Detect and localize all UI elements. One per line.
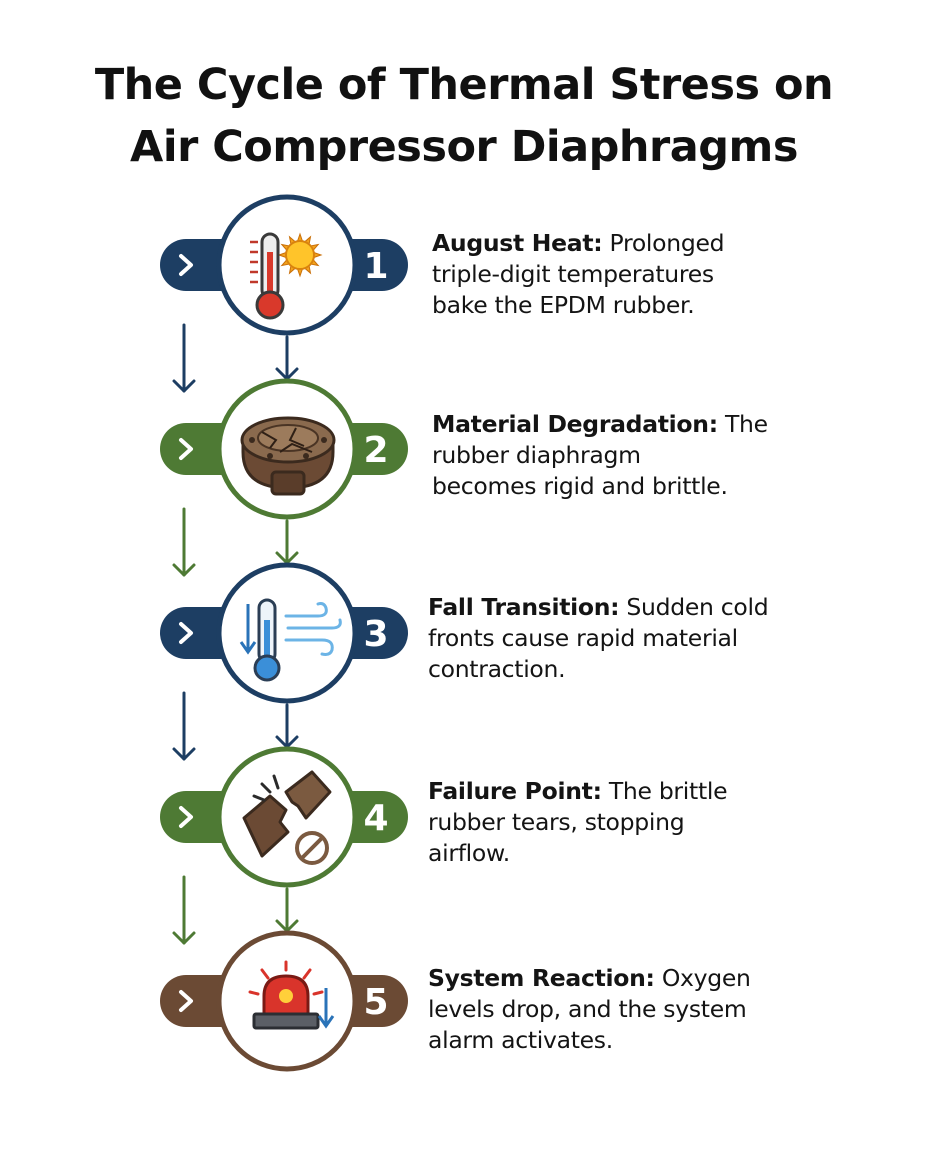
center-arrow-4: [275, 887, 299, 933]
step-2: 2: [160, 378, 408, 520]
step-body-line: bake the EPDM rubber.: [432, 291, 695, 319]
step-number: 2: [363, 430, 388, 471]
step-3: 3: [160, 562, 408, 704]
step-body-line: The brittle: [601, 777, 728, 805]
step-body-line: Prolonged: [602, 229, 725, 257]
chevron-right-icon: [179, 622, 193, 644]
left-arrow-3: [172, 691, 196, 761]
step-circle: [216, 746, 358, 888]
page-title: The Cycle of Thermal Stress on Air Compr…: [0, 54, 928, 178]
step-heading: Fall Transition:: [428, 593, 620, 621]
step-heading: System Reaction:: [428, 964, 655, 992]
step-circle: [216, 562, 358, 704]
step-body-line: contraction.: [428, 655, 566, 683]
left-arrow-1: [172, 323, 196, 393]
step-body-line: Oxygen: [654, 964, 751, 992]
step-4-description: Failure Point: The brittle rubber tears, …: [428, 776, 828, 869]
step-2-description: Material Degradation: The rubber diaphrag…: [432, 409, 832, 502]
step-body-line: airflow.: [428, 839, 510, 867]
chevron-right-icon: [179, 438, 193, 460]
cold-thermometer-wind-icon: [239, 598, 342, 682]
chevron-right-icon: [179, 254, 193, 276]
left-arrow-4: [172, 875, 196, 945]
step-5-description: System Reaction: Oxygen levels drop, and …: [428, 963, 828, 1056]
step-body-line: rubber diaphragm: [432, 441, 641, 469]
step-1-description: August Heat: Prolonged triple-digit tempe…: [432, 228, 832, 321]
step-body-line: levels drop, and the system: [428, 995, 747, 1023]
step-number: 5: [363, 982, 388, 1023]
step-number: 3: [363, 614, 388, 655]
step-3-description: Fall Transition: Sudden cold fronts cause…: [428, 592, 828, 685]
step-heading: August Heat:: [432, 229, 603, 257]
step-1: 1: [160, 194, 408, 336]
step-5: 5: [160, 930, 408, 1072]
step-heading: Failure Point:: [428, 777, 602, 805]
chevron-right-icon: [179, 990, 193, 1012]
step-body-line: rubber tears, stopping: [428, 808, 685, 836]
step-body-line: becomes rigid and brittle.: [432, 472, 728, 500]
step-4: 4: [160, 746, 408, 888]
step-number: 4: [363, 798, 388, 839]
title-line-1: The Cycle of Thermal Stress on: [94, 60, 834, 110]
step-body-line: alarm activates.: [428, 1026, 613, 1054]
step-body-line: triple-digit temperatures: [432, 260, 714, 288]
step-body-line: The: [717, 410, 768, 438]
alarm-beacon-icon: [248, 960, 335, 1030]
title-line-2: Air Compressor Diaphragms: [130, 122, 798, 172]
center-arrow-3: [275, 703, 299, 749]
step-number: 1: [363, 246, 388, 287]
left-arrow-2: [172, 507, 196, 577]
step-heading: Material Degradation:: [432, 410, 718, 438]
center-arrow-1: [275, 335, 299, 381]
torn-rubber-no-flow-icon: [242, 770, 332, 865]
chevron-right-icon: [179, 806, 193, 828]
center-arrow-2: [275, 519, 299, 565]
cracked-diaphragm-icon: [240, 416, 336, 496]
step-body-line: Sudden cold: [619, 593, 769, 621]
thermometer-sun-icon: [250, 232, 323, 320]
step-body-line: fronts cause rapid material: [428, 624, 738, 652]
